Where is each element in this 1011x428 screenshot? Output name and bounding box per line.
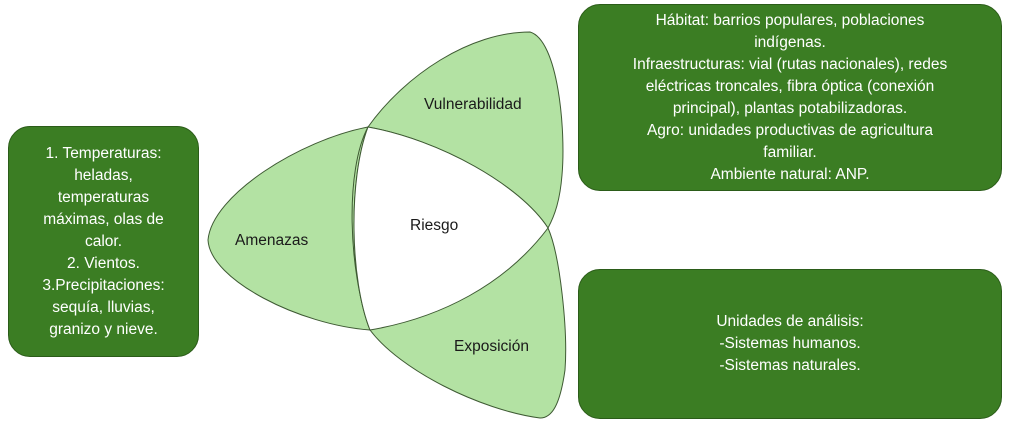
label-vulnerabilidad: Vulnerabilidad [424, 96, 522, 113]
box-line: temperaturas [57, 188, 150, 206]
box-line: 2. Vientos. [67, 254, 140, 272]
box-line: Infraestructuras: vial (rutas nacionales… [632, 55, 948, 73]
box-line: -Sistemas naturales. [719, 357, 861, 374]
box-line: heladas, [74, 166, 133, 184]
box-line: Unidades de análisis: [716, 313, 864, 330]
box-line: indígenas. [754, 33, 826, 51]
label-amenazas: Amenazas [235, 232, 309, 249]
box-line: granizo y nieve. [49, 320, 158, 338]
label-riesgo: Riesgo [410, 217, 459, 234]
box-line: Ambiente natural: ANP. [710, 165, 870, 183]
box-line: familiar. [763, 143, 817, 161]
box-line: 1. Temperaturas: [45, 144, 162, 162]
box-line: principal), plantas potabilizadoras. [672, 99, 908, 117]
box-line: Agro: unidades productivas de agricultur… [646, 121, 934, 139]
box-line: sequía, lluvias, [52, 298, 155, 316]
label-exposicion: Exposición [454, 338, 529, 355]
center-riesgo [353, 126, 549, 331]
box-line: 3.Precipitaciones: [42, 276, 165, 294]
box-line: máximas, olas de [43, 210, 164, 228]
exposicion-detail-box: Unidades de análisis: -Sistemas humanos.… [578, 269, 1002, 419]
vulnerabilidad-detail-box: Hábitat: barrios populares, poblaciones … [578, 4, 1002, 191]
amenazas-detail-box: 1. Temperaturas: heladas, temperaturas m… [8, 126, 199, 357]
box-line: eléctricas troncales, fibra óptica (cone… [645, 77, 935, 95]
box-line: -Sistemas humanos. [719, 335, 861, 352]
box-line: calor. [84, 232, 123, 250]
box-line: Hábitat: barrios populares, poblaciones [655, 11, 925, 29]
